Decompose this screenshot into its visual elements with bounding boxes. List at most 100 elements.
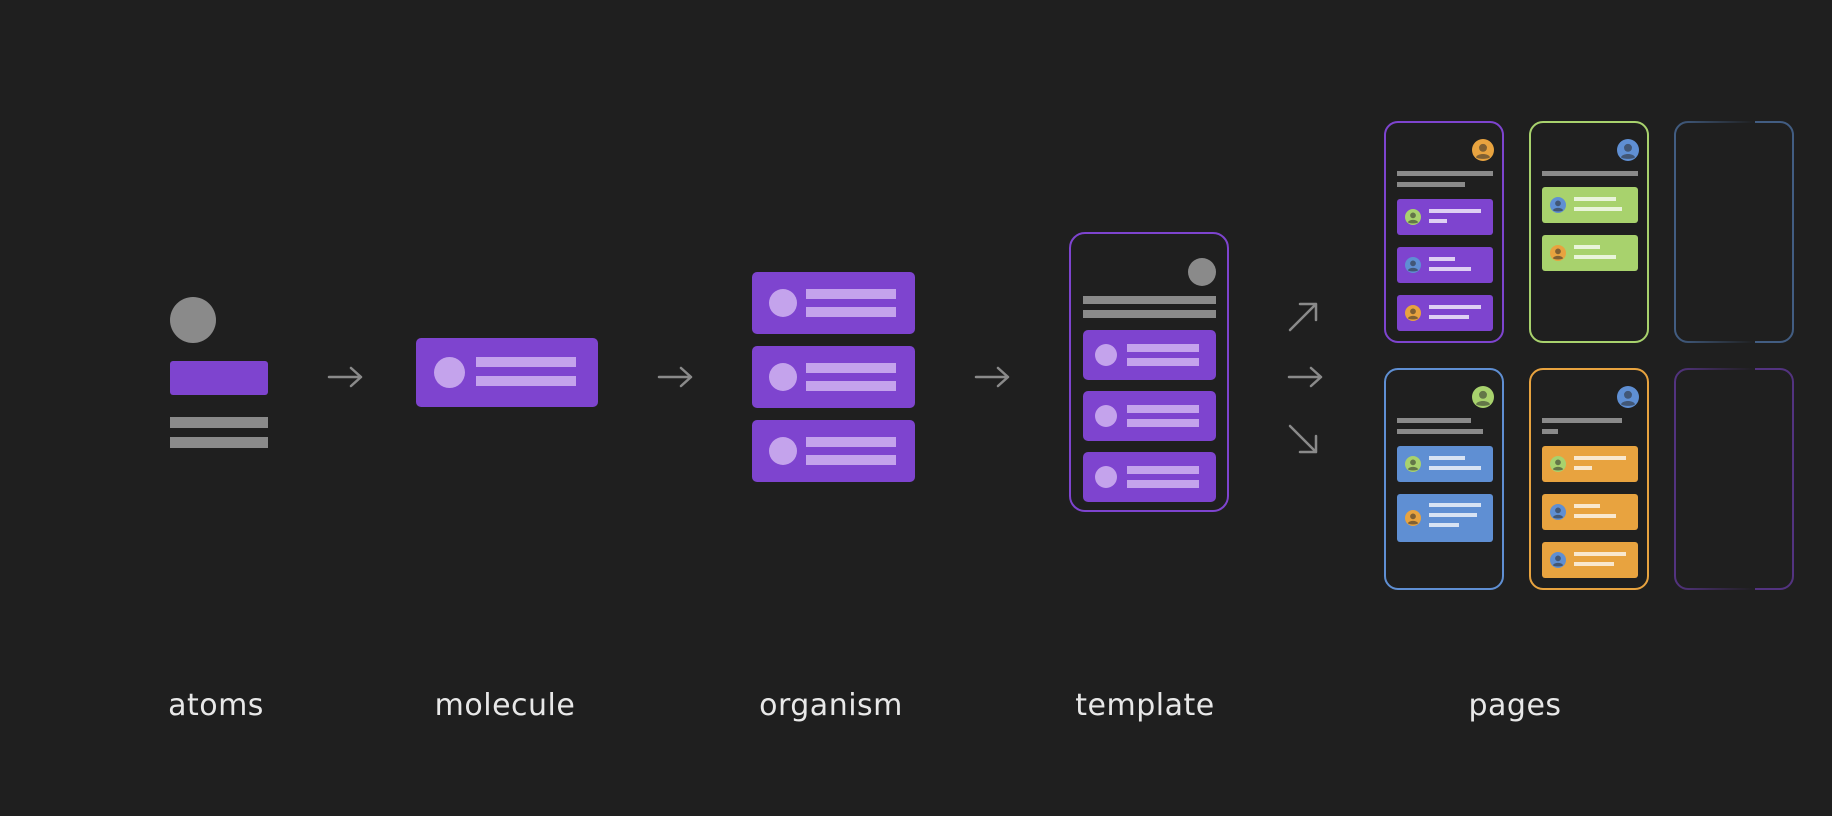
page-card-line xyxy=(1574,207,1622,211)
page-header-line xyxy=(1397,171,1493,176)
arrow-right-icon xyxy=(1287,366,1323,388)
user-avatar-icon xyxy=(1405,510,1421,526)
atom-button xyxy=(170,361,268,395)
organism-line xyxy=(806,363,896,373)
atom-line xyxy=(170,437,268,448)
organism-avatar xyxy=(769,289,797,317)
page-card-line xyxy=(1574,245,1600,249)
page-card-line xyxy=(1429,305,1481,309)
page-card-line xyxy=(1429,315,1469,319)
organism-line xyxy=(806,381,896,391)
organism-card xyxy=(752,346,915,408)
page-card-line xyxy=(1574,514,1616,518)
template-line xyxy=(1083,310,1216,318)
user-avatar-icon xyxy=(1472,386,1494,408)
label-template: template xyxy=(1075,688,1215,723)
template-phone xyxy=(1069,232,1229,512)
page-header-line xyxy=(1542,418,1622,423)
page-card xyxy=(1542,542,1638,578)
page-card-line xyxy=(1429,267,1471,271)
template-card-avatar xyxy=(1095,344,1117,366)
page-phone xyxy=(1384,368,1504,590)
template-card-line xyxy=(1127,358,1199,366)
page-card-line xyxy=(1429,209,1481,213)
page-card-line xyxy=(1429,513,1477,517)
page-card-line xyxy=(1574,456,1626,460)
page-card-line xyxy=(1574,197,1616,201)
page-header-line xyxy=(1397,182,1465,187)
page-card xyxy=(1542,446,1638,482)
page-card xyxy=(1542,187,1638,223)
arrow-down-right-icon xyxy=(1288,424,1318,454)
molecule-line xyxy=(476,357,576,367)
template-card-avatar xyxy=(1095,466,1117,488)
page-card xyxy=(1542,235,1638,271)
template-card xyxy=(1083,452,1216,502)
page-card-line xyxy=(1429,456,1465,460)
template-line xyxy=(1083,296,1216,304)
organism-line xyxy=(806,289,896,299)
page-header-line xyxy=(1397,418,1471,423)
page-phone xyxy=(1529,121,1649,343)
page-card-line xyxy=(1574,562,1614,566)
arrow-up-right-icon xyxy=(1288,302,1318,332)
atom-circle xyxy=(170,297,216,343)
page-card xyxy=(1397,295,1493,331)
user-avatar-icon xyxy=(1472,139,1494,161)
arrow-right-icon xyxy=(327,366,363,388)
page-card-line xyxy=(1429,503,1481,507)
page-card xyxy=(1397,446,1493,482)
page-card-line xyxy=(1574,466,1592,470)
user-avatar-icon xyxy=(1405,456,1421,472)
page-card xyxy=(1542,494,1638,530)
label-molecule: molecule xyxy=(434,688,576,723)
organism-avatar xyxy=(769,437,797,465)
user-avatar-icon xyxy=(1550,504,1566,520)
template-card-avatar xyxy=(1095,405,1117,427)
molecule-card xyxy=(416,338,598,407)
page-card-line xyxy=(1574,552,1626,556)
organism-line xyxy=(806,437,896,447)
page-card xyxy=(1397,494,1493,542)
user-avatar-icon xyxy=(1405,305,1421,321)
template-card-line xyxy=(1127,419,1199,427)
organism-line xyxy=(806,455,896,465)
pages-fade xyxy=(1675,100,1755,620)
organism-card xyxy=(752,272,915,334)
label-atoms: atoms xyxy=(168,688,264,723)
page-card xyxy=(1397,199,1493,235)
arrow-right-icon xyxy=(657,366,693,388)
page-header-line xyxy=(1397,429,1483,434)
page-header-line xyxy=(1542,429,1558,434)
page-card-line xyxy=(1429,523,1459,527)
user-avatar-icon xyxy=(1550,245,1566,261)
user-avatar-icon xyxy=(1550,197,1566,213)
template-card xyxy=(1083,391,1216,441)
arrow-right-icon xyxy=(974,366,1010,388)
label-pages: pages xyxy=(1468,688,1562,723)
label-organism: organism xyxy=(759,688,903,723)
template-card-line xyxy=(1127,466,1199,474)
page-header-line xyxy=(1542,171,1638,176)
page-card-line xyxy=(1574,504,1600,508)
page-card-line xyxy=(1429,466,1481,470)
atom-line xyxy=(170,417,268,428)
user-avatar-icon xyxy=(1550,456,1566,472)
user-avatar-icon xyxy=(1405,257,1421,273)
page-card-line xyxy=(1429,257,1455,261)
template-card xyxy=(1083,330,1216,380)
template-avatar xyxy=(1188,258,1216,286)
organism-card xyxy=(752,420,915,482)
user-avatar-icon xyxy=(1550,552,1566,568)
organism-avatar xyxy=(769,363,797,391)
organism-line xyxy=(806,307,896,317)
page-phone xyxy=(1529,368,1649,590)
template-card-line xyxy=(1127,344,1199,352)
template-card-line xyxy=(1127,405,1199,413)
molecule-line xyxy=(476,376,576,386)
molecule-avatar xyxy=(434,357,465,388)
user-avatar-icon xyxy=(1617,139,1639,161)
page-phone xyxy=(1384,121,1504,343)
user-avatar-icon xyxy=(1405,209,1421,225)
page-card xyxy=(1397,247,1493,283)
